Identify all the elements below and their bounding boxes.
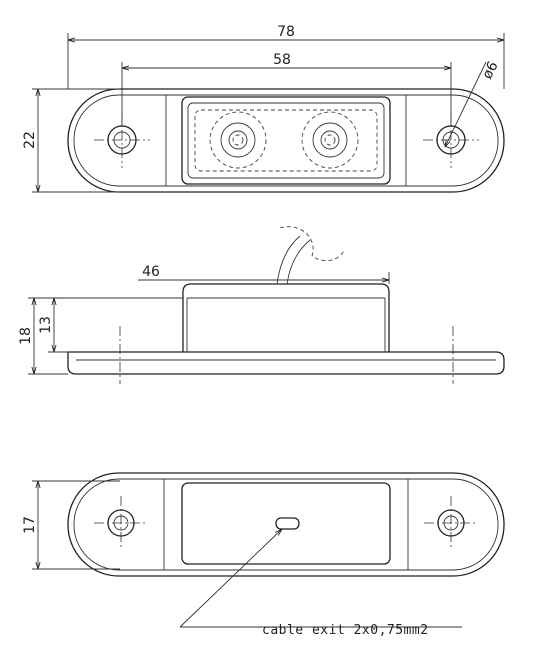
bottom-view: 17 cable exit 2x0,75mm2 <box>22 472 505 638</box>
dim-78-label: 78 <box>277 24 295 40</box>
side-base-plate <box>67 351 505 375</box>
dim-58-label: 58 <box>273 52 291 68</box>
side-cable <box>276 226 345 285</box>
dim-17-label: 17 <box>22 516 38 534</box>
dim-diameter-label: ø6 <box>479 59 501 82</box>
top-lens-dashed-area <box>194 109 378 172</box>
top-body-inner-outline <box>73 94 499 187</box>
side-lens-block <box>182 283 390 352</box>
dim-13-label: 13 <box>38 316 54 334</box>
dim-lens-length: 46 <box>138 264 390 284</box>
dim-overall-length: 78 <box>67 24 505 89</box>
bottom-mounting-hole-right <box>424 496 478 550</box>
dim-bottom-width: 17 <box>22 480 120 570</box>
dim-total-height: 18 <box>18 297 183 375</box>
top-body-outline <box>67 88 505 193</box>
top-lens-window <box>181 96 391 185</box>
dim-lens-height: 13 <box>38 298 68 353</box>
dim-top-width: 22 <box>22 88 120 193</box>
bottom-mounting-hole-left <box>94 496 148 550</box>
led-2-icon <box>301 111 359 169</box>
bottom-body-inner-outline <box>73 478 499 571</box>
bottom-body-outline <box>67 472 505 577</box>
top-lens-window-inner <box>187 102 385 179</box>
bottom-pad <box>181 482 391 565</box>
top-view: 78 58 ø6 22 <box>22 24 505 193</box>
dim-hole-spacing: 58 <box>121 52 452 126</box>
cable-exit-slot <box>275 517 300 530</box>
dim-hole-diameter: ø6 <box>445 59 502 147</box>
led-1-icon <box>209 111 267 169</box>
side-view: 46 18 13 <box>18 226 505 384</box>
cable-exit-note: cable exit 2x0,75mm2 <box>262 623 429 638</box>
dim-18-label: 18 <box>18 327 34 345</box>
dim-46-label: 46 <box>142 264 160 280</box>
dim-22-label: 22 <box>22 131 38 149</box>
cable-exit-leader: cable exit 2x0,75mm2 <box>179 529 462 638</box>
